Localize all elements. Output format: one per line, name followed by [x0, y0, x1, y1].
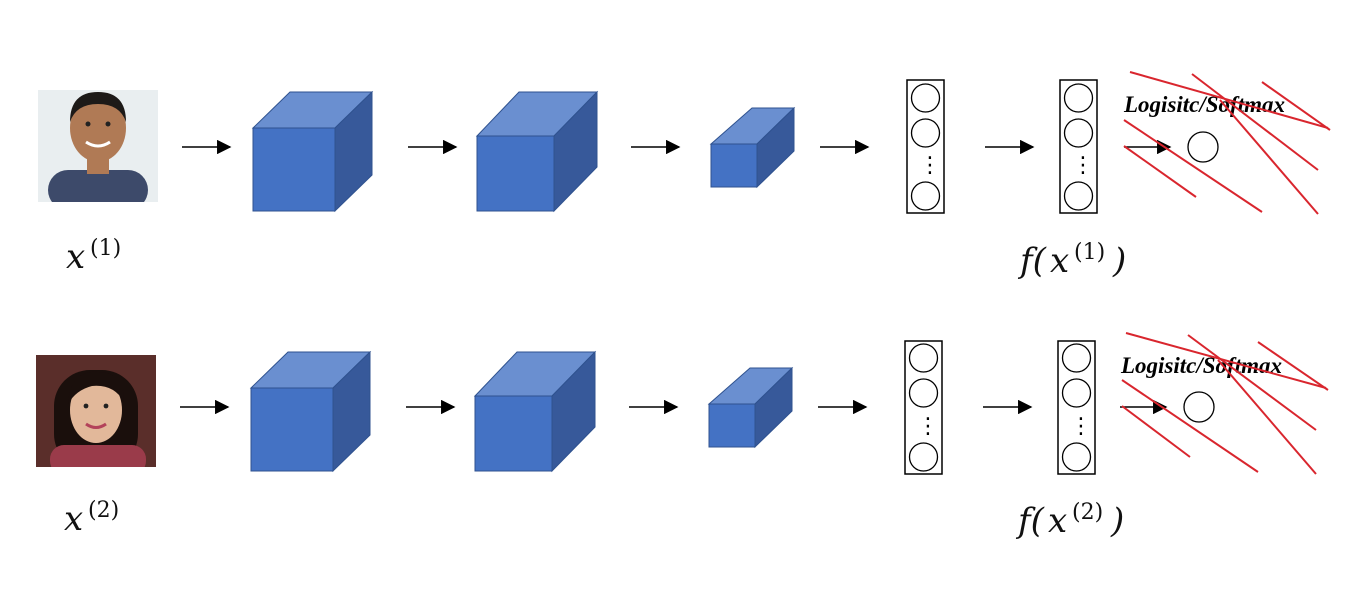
encoding-vector-2: ⋮: [1057, 340, 1096, 475]
svg-text:(1): (1): [1074, 240, 1105, 265]
classifier-crossed-out-1: Logisitc/Softmax: [1123, 71, 1331, 215]
svg-text:x: x: [1050, 241, 1069, 281]
conv-layer-cube-1: [249, 350, 372, 473]
svg-text:⋮: ⋮: [919, 153, 941, 178]
svg-text:(2): (2): [1072, 500, 1103, 525]
conv-layer-cube-3: [707, 366, 794, 449]
fc-vector-2: ⋮: [904, 340, 943, 475]
input-photo-1: [38, 90, 158, 202]
classifier-crossed-out-2: Logisitc/Softmax: [1120, 332, 1329, 475]
conv-layer-cube-2: [473, 350, 597, 473]
svg-text:x: x: [1048, 501, 1067, 541]
fc-vector-1: ⋮: [906, 79, 945, 214]
svg-text:⋮: ⋮: [1070, 414, 1092, 439]
svg-text:f(: f(: [1017, 241, 1047, 281]
svg-text:f(: f(: [1015, 501, 1045, 541]
svg-text:): ): [1110, 501, 1124, 541]
svg-text:(1): (1): [90, 236, 121, 261]
encoding-vector-1: ⋮: [1059, 79, 1098, 214]
output-label-2: f( x (2) ): [1015, 500, 1124, 541]
svg-text:x: x: [66, 237, 85, 277]
conv-layer-cube-2: [475, 90, 599, 213]
svg-text:(2): (2): [88, 498, 119, 523]
input-photo-2: [36, 355, 156, 467]
output-unit: [1187, 131, 1219, 163]
svg-text:x: x: [64, 499, 83, 539]
input-label-2: x (2): [64, 498, 119, 539]
classifier-label: Logisitc/Softmax: [1123, 92, 1285, 117]
strike-lines: [1123, 71, 1331, 215]
output-unit: [1183, 391, 1215, 423]
strike-lines: [1121, 332, 1329, 475]
svg-text:): ): [1112, 241, 1126, 281]
classifier-label: Logisitc/Softmax: [1120, 353, 1282, 378]
svg-text:⋮: ⋮: [1072, 153, 1094, 178]
output-label-1: f( x (1) ): [1017, 240, 1126, 281]
conv-layer-cube-3: [709, 106, 796, 189]
conv-layer-cube-1: [251, 90, 374, 213]
svg-text:⋮: ⋮: [917, 414, 939, 439]
input-label-1: x (1): [66, 236, 121, 277]
network-row-2: x (2) ⋮: [36, 332, 1329, 541]
network-row-1: x (1) ⋮: [38, 71, 1331, 281]
